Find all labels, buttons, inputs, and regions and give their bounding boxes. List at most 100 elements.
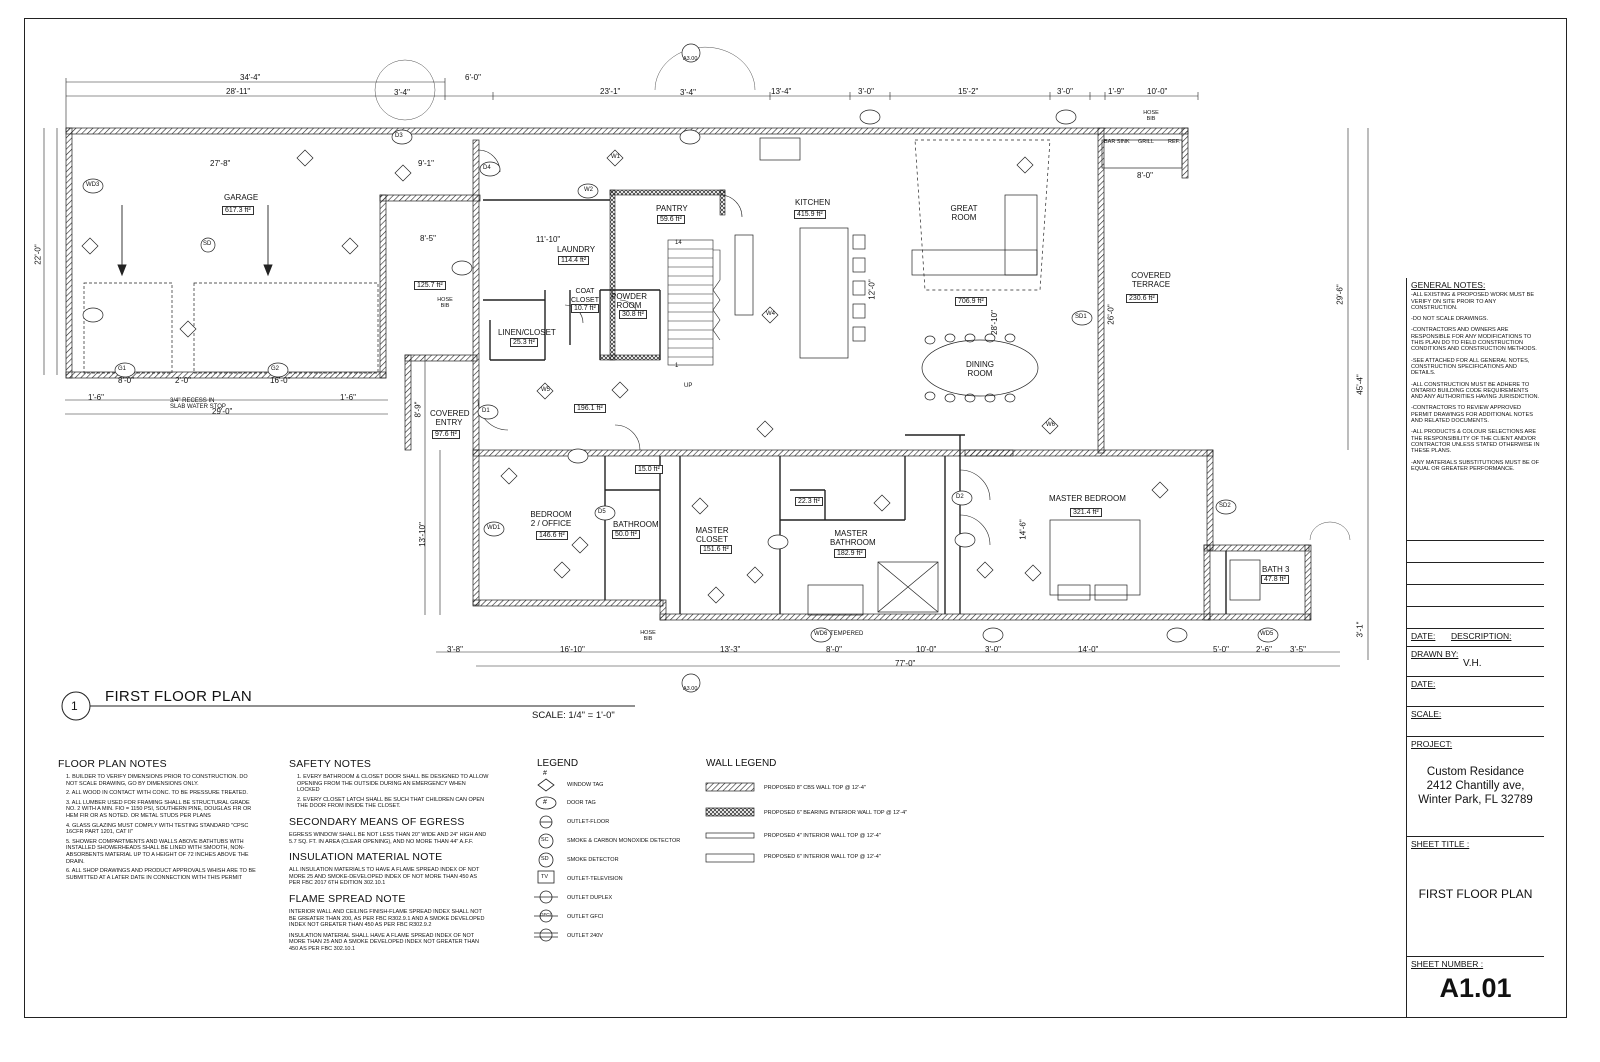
egress-text: EGRESS WINDOW SHALL BE NOT LESS THAN 20"… xyxy=(289,831,487,845)
dim-side-3: 13'-10" xyxy=(417,522,427,547)
wall-legend-heading: WALL LEGEND xyxy=(706,758,777,769)
dim-top-5: 3'-0" xyxy=(858,87,874,96)
safety-notes: SAFETY NOTES 1. EVERY BATHROOM & CLOSET … xyxy=(289,758,489,957)
plan-scale: SCALE: 1/4" = 1'-0" xyxy=(532,710,615,721)
legend-door-tag: DOOR TAG xyxy=(567,800,596,806)
dim-bottom-8: 2'-6" xyxy=(1256,645,1272,654)
legend-heading: LEGEND xyxy=(537,758,579,769)
tag-window-wd1: WD1 xyxy=(487,525,501,531)
dim-top-14: 11'-10" xyxy=(536,235,561,244)
general-note-1: -ALL EXISTING & PROPOSED WORK MUST BE VE… xyxy=(1411,292,1535,311)
egress-heading: SECONDARY MEANS OF EGRESS xyxy=(289,815,465,828)
room-master-bedroom-label: MASTER BEDROOM xyxy=(1049,494,1126,503)
room-covered-terrace-label: COVERED TERRACE xyxy=(1131,271,1171,289)
room-covered-entry-area: 97.6 ft² xyxy=(432,430,460,439)
sheet-title: FIRST FLOOR PLAN xyxy=(1418,887,1533,901)
revision-row-1 xyxy=(1407,540,1544,562)
stair-up-label: UP xyxy=(684,383,693,389)
dim-top-13: 9'-1" xyxy=(418,159,434,168)
scale-label: SCALE: xyxy=(1411,709,1442,719)
tag-window-w2: W2 xyxy=(584,187,593,193)
tag-door-d2: D2 xyxy=(956,494,964,500)
dim-bottom-14: 29'-0" xyxy=(212,407,233,416)
legend-symbol-door: # xyxy=(543,799,547,806)
legend-outlet-duplex: OUTLET DUPLEX xyxy=(567,895,613,901)
drawn-by-label: DRAWN BY: xyxy=(1411,649,1459,659)
dim-bottom-13: 16'-0" xyxy=(270,376,291,385)
room-wc-area: 22.3 ft² xyxy=(795,497,823,506)
legend-symbol-sd: SD xyxy=(541,856,549,862)
legend-outlet-240v: OUTLET 240V xyxy=(567,933,603,939)
tag-window-w6: W6 xyxy=(1046,422,1055,428)
drawn-by-row: DRAWN BY: V.H. xyxy=(1407,646,1544,676)
project-name: Custom Residance xyxy=(1426,766,1525,778)
floor-plan-notes-heading: FLOOR PLAN NOTES xyxy=(58,758,167,770)
project-info: Custom Residance 2412 Chantilly ave, Win… xyxy=(1407,765,1544,807)
room-kitchen-label: KITCHEN xyxy=(795,198,831,207)
room-wic-area: 15.0 ft² xyxy=(635,465,663,474)
dim-bottom-0: 3'-8" xyxy=(447,645,463,654)
dim-top-9: 10'-0" xyxy=(1147,87,1168,96)
date-row: DATE: xyxy=(1407,676,1544,706)
dim-bottom-16: 1'-6" xyxy=(340,393,356,402)
floor-note-3: 3. ALL LUMBER USED FOR FRAMING SHALL BE … xyxy=(66,799,252,819)
drawn-by-value: V.H. xyxy=(1463,658,1482,669)
tag-sd2: SD2 xyxy=(1219,503,1231,509)
dim-top-10: 3'-4" xyxy=(394,88,410,97)
section-ref-bottom: A3.00 xyxy=(683,686,698,692)
tag-sd1: SD1 xyxy=(1075,314,1087,320)
general-note-5: -ALL CONSTRUCTION MUST BE ADHERE TO ONTA… xyxy=(1411,381,1540,401)
legend-smoke-co: SMOKE & CARBON MONOXIDE DETECTOR xyxy=(567,838,681,844)
tag-window-wd5: WD5 xyxy=(1260,631,1274,637)
plan-title-number: 1 xyxy=(71,699,78,713)
bar-sink-label: BAR SINK xyxy=(1104,139,1130,145)
dim-top-6: 15'-2" xyxy=(958,87,979,96)
date2-label: DATE: xyxy=(1411,679,1436,689)
dim-side-7: 28'-10" xyxy=(989,310,999,335)
wall-legend-6in: PROPOSED 6" INTERIOR WALL TOP @ 12'-4" xyxy=(764,854,881,860)
legend-outlet-tv: OUTLET-TELEVISION xyxy=(567,876,623,882)
general-note-8: -ANY MATERIALS SUBSTITUTIONS MUST BE OF … xyxy=(1411,459,1540,472)
room-covered-terrace-area: 230.6 ft² xyxy=(1126,294,1158,303)
dim-bottom-6: 14'-0" xyxy=(1078,645,1099,654)
project-address-1: 2412 Chantilly ave, xyxy=(1426,780,1525,792)
sheet-number-label: SHEET NUMBER : xyxy=(1411,959,1484,969)
general-notes-heading: GENERAL NOTES: xyxy=(1411,280,1486,290)
safety-note-2: 2. EVERY CLOSET LATCH SHALL BE SUCH THAT… xyxy=(297,796,485,810)
dim-bottom-1: 16'-10" xyxy=(560,645,585,654)
general-note-7: -ALL PRODUCTS & COLOUR SELECTIONS ARE TH… xyxy=(1411,429,1540,455)
project-row: PROJECT: Custom Residance 2412 Chantilly… xyxy=(1407,736,1544,836)
recess-note: 3/4" RECESS IN SLAB WATER STOP xyxy=(170,398,226,410)
flame-text-2: INSULATION MATERIAL SHALL HAVE A FLAME S… xyxy=(289,932,479,952)
drawing-sheet-border xyxy=(24,18,1567,1018)
date-description-row: DATE: DESCRIPTION: xyxy=(1407,628,1544,646)
room-foyer-area: 196.1 ft² xyxy=(574,404,606,413)
dim-side-2: 45'-4" xyxy=(1355,374,1365,395)
tag-door-d1: D1 xyxy=(482,408,490,414)
floor-note-5: 5. SHOWER COMPARTMENTS AND WALLS ABOVE B… xyxy=(66,838,249,865)
insulation-text: ALL INSULATION MATERIALS TO HAVE A FLAME… xyxy=(289,867,480,887)
tag-sd: SD xyxy=(203,241,212,247)
revision-row-2 xyxy=(1407,562,1544,584)
room-coat-closet-label: COAT CLOSET xyxy=(570,288,599,304)
dim-bottom-2: 13'-3" xyxy=(720,645,741,654)
revision-row-3 xyxy=(1407,584,1544,606)
flame-text-1: INTERIOR WALL AND CEILING FINISH-FLAME S… xyxy=(289,908,485,929)
tag-door-d3: D3 xyxy=(395,133,403,139)
wall-legend-4in: PROPOSED 4" INTERIOR WALL TOP @ 12'-4" xyxy=(764,833,881,839)
floor-note-2: 2. ALL WOOD IN CONTACT WITH CONC. TO BE … xyxy=(66,790,248,797)
dim-side-4: 8'-9" xyxy=(413,401,423,418)
room-master-bathroom-area: 182.9 ft² xyxy=(834,549,866,558)
dim-bottom-9: 3'-5" xyxy=(1290,645,1306,654)
room-garage-area: 617.3 ft² xyxy=(222,206,254,215)
room-master-bathroom-label: MASTER BATHROOM xyxy=(830,529,876,547)
room-powder-room-label: POWDER ROOM xyxy=(611,292,647,310)
dim-bottom-10: 77'-0" xyxy=(895,659,916,668)
room-master-closet-area: 151.6 ft² xyxy=(700,545,732,554)
legend-symbol-gfci: GFCI xyxy=(540,912,551,917)
legend-window-tag: WINDOW TAG xyxy=(567,782,604,788)
room-master-bedroom-area: 321.4 ft² xyxy=(1070,508,1102,517)
legend-symbols xyxy=(534,778,558,942)
dim-bottom-7: 5'-0" xyxy=(1213,645,1229,654)
room-linen-closet-label: LINEN/CLOSET xyxy=(498,328,556,337)
